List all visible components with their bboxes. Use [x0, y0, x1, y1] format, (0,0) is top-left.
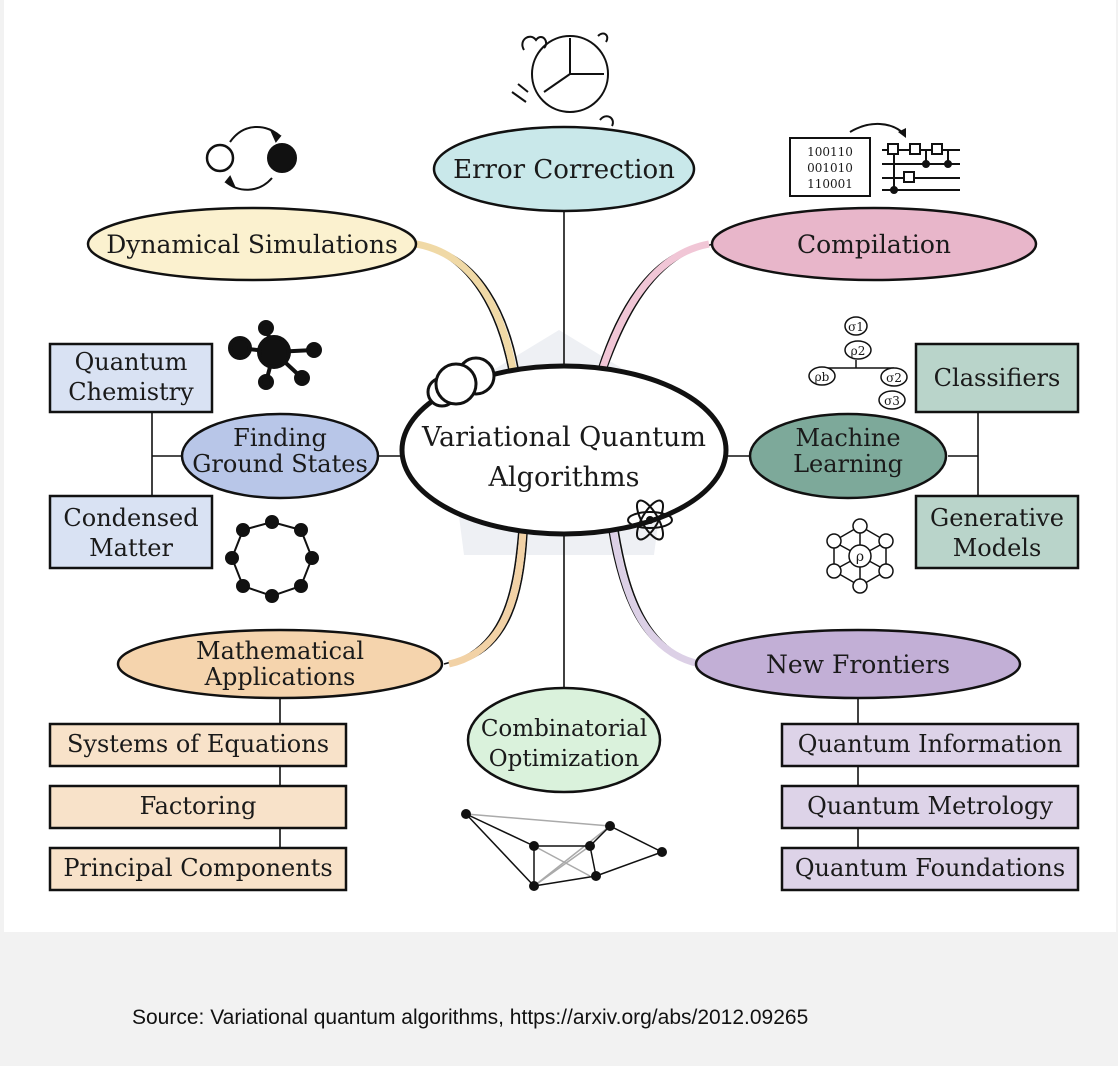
box-condensed-matter: Condensed Matter	[48, 494, 214, 570]
node-new-frontiers: New Frontiers	[694, 628, 1022, 700]
svg-text:Learning: Learning	[793, 450, 903, 478]
svg-text:Models: Models	[953, 534, 1042, 562]
svg-text:Quantum Foundations: Quantum Foundations	[795, 854, 1065, 882]
ribbon-compilation	[598, 240, 710, 372]
center-title-line2: Algorithms	[488, 462, 640, 493]
svg-text:Systems of Equations: Systems of Equations	[67, 730, 329, 758]
svg-text:100110: 100110	[807, 145, 853, 159]
svg-text:Generative: Generative	[930, 504, 1064, 532]
center-title-line1: Variational Quantum	[421, 422, 706, 453]
center-node: Variational Quantum Algorithms	[399, 363, 729, 537]
clock-icon	[511, 32, 614, 127]
node-error-correction: Error Correction	[432, 125, 696, 213]
figure: Variational Quantum Algorithms Error Cor…	[4, 0, 1116, 932]
box-quantum-chemistry: Quantum Chemistry	[48, 342, 214, 414]
svg-text:ρ2: ρ2	[851, 344, 866, 358]
spin-flip-icon	[205, 125, 297, 191]
box-quantum-foundations: Quantum Foundations	[780, 846, 1080, 892]
box-principal-components: Principal Components	[48, 846, 348, 892]
node-combinatorial-optimization: Combinatorial Optimization	[466, 686, 662, 794]
node-compilation: Compilation	[710, 206, 1038, 282]
svg-text:Quantum: Quantum	[75, 348, 188, 376]
source-caption: Source: Variational quantum algorithms, …	[132, 1006, 809, 1029]
svg-text:ρb: ρb	[815, 370, 830, 384]
box-classifiers: Classifiers	[914, 342, 1080, 414]
svg-text:Dynamical Simulations: Dynamical Simulations	[106, 230, 398, 259]
node-mathematical-applications: Mathematical Applications	[116, 628, 444, 700]
svg-text:Compilation: Compilation	[797, 230, 951, 259]
svg-text:Quantum Metrology: Quantum Metrology	[807, 792, 1053, 820]
svg-text:σ3: σ3	[884, 394, 900, 408]
svg-text:Mathematical: Mathematical	[196, 637, 364, 665]
node-dynamical-simulations: Dynamical Simulations	[86, 206, 418, 282]
svg-text:Error Correction: Error Correction	[453, 155, 675, 185]
node-machine-learning: Machine Learning	[748, 412, 948, 500]
connector-compilation	[605, 243, 715, 371]
svg-text:Condensed: Condensed	[63, 504, 198, 532]
svg-text:110001: 110001	[807, 177, 853, 191]
svg-text:Combinatorial: Combinatorial	[481, 716, 647, 742]
ribbon-math	[448, 530, 527, 668]
svg-text:Machine: Machine	[795, 424, 900, 452]
svg-text:New Frontiers: New Frontiers	[766, 650, 950, 679]
svg-text:Factoring: Factoring	[140, 792, 257, 820]
ribbon-dynamical	[415, 240, 517, 370]
ribbon-frontiers	[609, 529, 701, 668]
svg-text:σ2: σ2	[886, 371, 902, 385]
mind-map-diagram: Variational Quantum Algorithms Error Cor…	[48, 32, 1080, 892]
svg-text:Applications: Applications	[204, 663, 356, 691]
svg-text:Matter: Matter	[89, 534, 173, 562]
svg-text:Finding: Finding	[233, 424, 327, 452]
svg-text:Classifiers: Classifiers	[934, 364, 1061, 392]
svg-text:Chemistry: Chemistry	[68, 378, 194, 406]
graph-icon	[461, 809, 667, 891]
bitstring-to-circuit-icon: 100110 001010 110001	[789, 123, 960, 197]
thought-bubble-icon	[426, 356, 496, 408]
box-factoring: Factoring	[48, 784, 348, 830]
svg-text:Optimization: Optimization	[489, 746, 640, 772]
box-quantum-metrology: Quantum Metrology	[780, 784, 1080, 830]
classifier-tree-icon: σ1 ρ2 ρb σ2 σ3	[808, 316, 908, 410]
box-generative-models: Generative Models	[914, 494, 1080, 570]
svg-text:Quantum Information: Quantum Information	[798, 730, 1062, 758]
ring-lattice-icon	[225, 515, 319, 603]
molecule-icon	[228, 320, 322, 390]
svg-text:σ1: σ1	[848, 320, 864, 334]
box-quantum-information: Quantum Information	[780, 722, 1080, 768]
svg-text:001010: 001010	[807, 161, 853, 175]
svg-text:ρ: ρ	[856, 549, 864, 565]
node-finding-ground-states: Finding Ground States	[180, 412, 380, 500]
svg-text:Principal Components: Principal Components	[63, 854, 332, 882]
box-connectors	[151, 412, 979, 848]
box-systems-of-equations: Systems of Equations	[48, 722, 348, 768]
atom-icon	[627, 499, 673, 541]
svg-text:Ground States: Ground States	[192, 450, 368, 478]
generative-network-icon: ρ	[826, 518, 894, 594]
